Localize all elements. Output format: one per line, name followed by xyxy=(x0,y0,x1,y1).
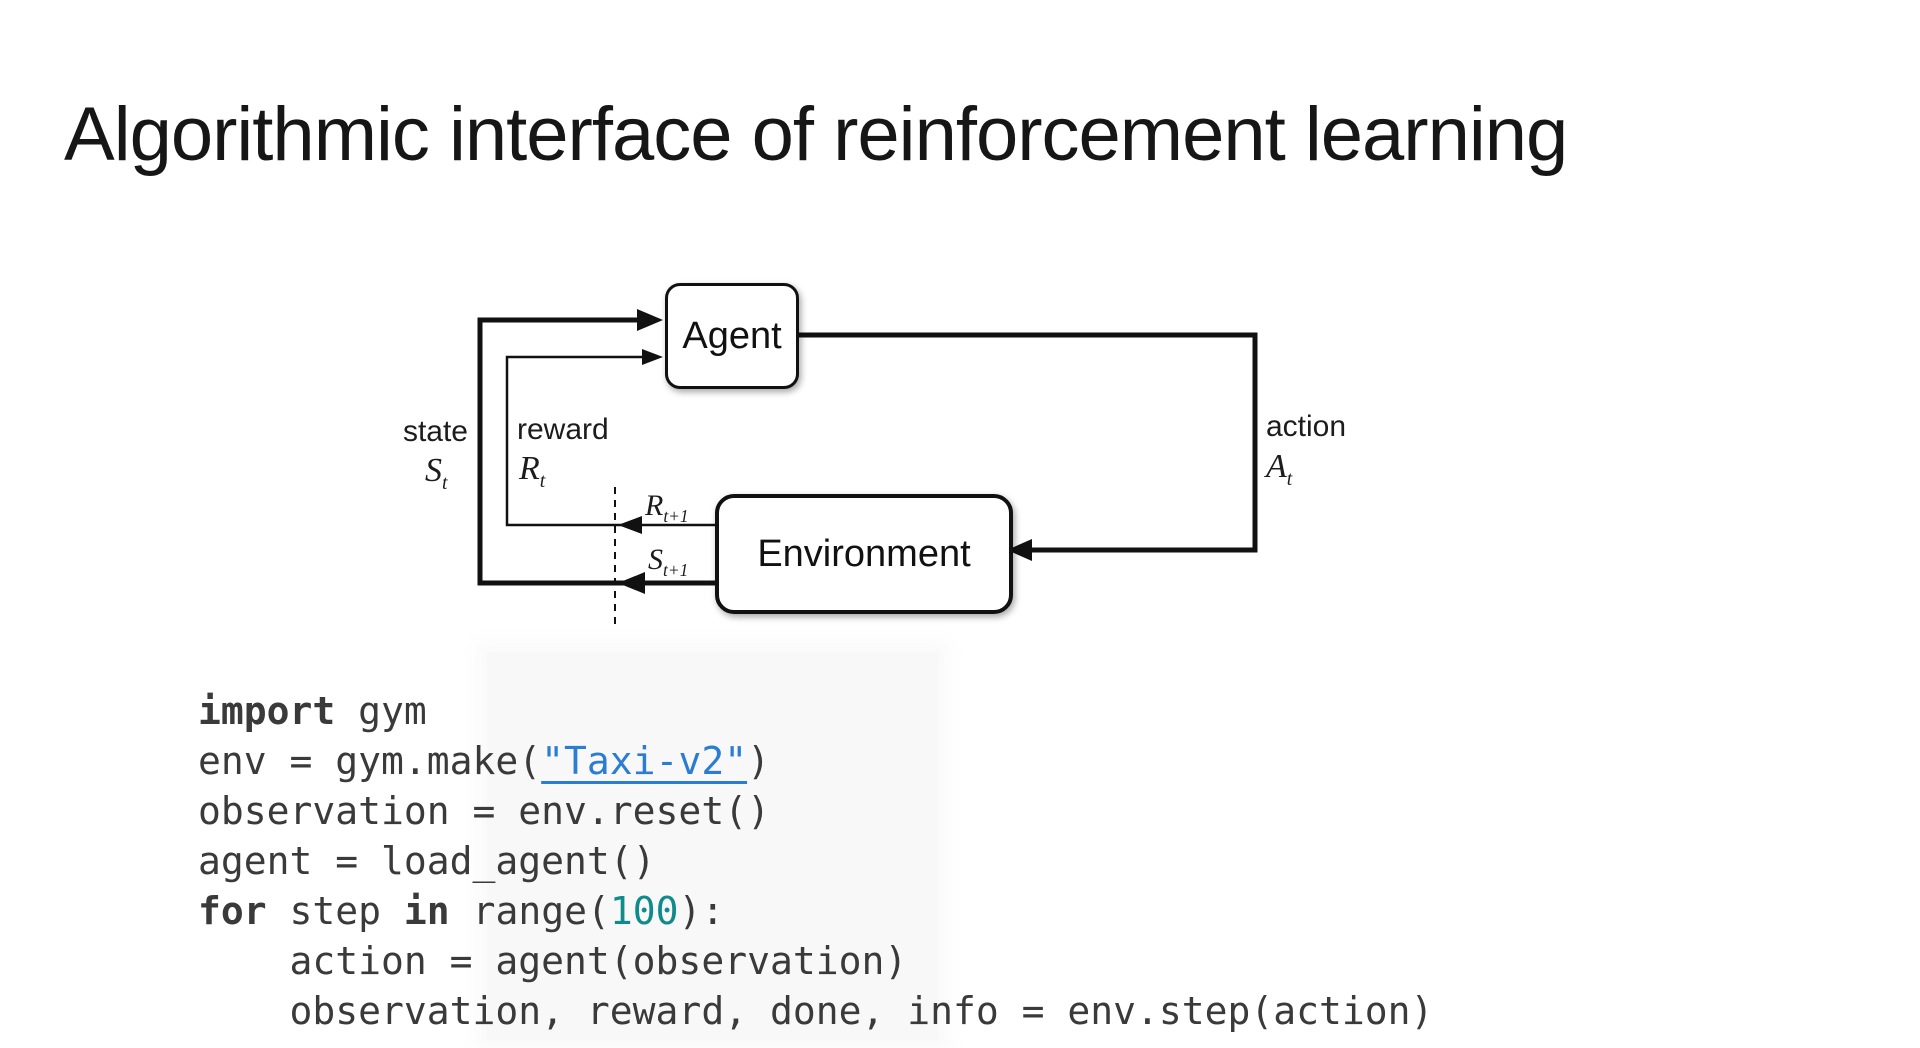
code-token: gym xyxy=(335,689,427,733)
code-token: env = gym.make( xyxy=(198,739,542,783)
code-line: observation = env.reset() xyxy=(198,786,1433,836)
next-reward-symbol: Rt+1 xyxy=(645,489,689,526)
code-line: agent = load_agent() xyxy=(198,836,1433,886)
agent-label: Agent xyxy=(682,314,782,357)
code-token: 100 xyxy=(609,889,679,933)
code-line: import gym xyxy=(198,686,1433,736)
action-label: action xyxy=(1266,410,1347,443)
next-reward-arrowhead xyxy=(618,516,642,534)
state-symbol: St xyxy=(425,452,448,494)
next-state-symbol: St+1 xyxy=(648,543,689,580)
code-line: observation, reward, done, info = env.st… xyxy=(198,986,1434,1036)
code-token: observation = env.reset() xyxy=(198,789,770,833)
reward-symbol: Rt xyxy=(519,450,546,492)
state-arrowhead xyxy=(637,309,663,331)
code-token: ): xyxy=(678,889,725,933)
taxi-v2-link[interactable]: "Taxi-v2" xyxy=(541,739,748,783)
action-symbol: At xyxy=(1266,448,1293,490)
code-token: action = agent(observation) xyxy=(198,939,908,983)
reward-arrowhead xyxy=(642,349,663,365)
code-token: agent = load_agent() xyxy=(198,839,656,883)
code-token: import xyxy=(198,689,336,733)
environment-node: Environment xyxy=(715,494,1013,614)
state-label: state xyxy=(402,415,468,448)
slide-title: Algorithmic interface of reinforcement l… xyxy=(64,91,1568,177)
code-token: step xyxy=(266,889,404,933)
code-line: for step in range(100): xyxy=(198,886,1433,936)
next-state-arrowhead xyxy=(618,572,645,594)
code-line: env = gym.make("Taxi-v2") xyxy=(198,736,1433,786)
code-token: for xyxy=(198,889,267,933)
environment-label: Environment xyxy=(757,532,971,575)
code-token: range( xyxy=(449,889,610,933)
agent-node: Agent xyxy=(665,283,799,389)
code-token: observation, reward, done, info = env.st… xyxy=(198,989,1434,1033)
code-token: ) xyxy=(747,739,770,783)
reward-label: reward xyxy=(517,413,609,446)
code-line: action = agent(observation) xyxy=(198,936,1433,986)
code-token: in xyxy=(403,889,450,933)
code-backdrop xyxy=(487,652,939,1040)
